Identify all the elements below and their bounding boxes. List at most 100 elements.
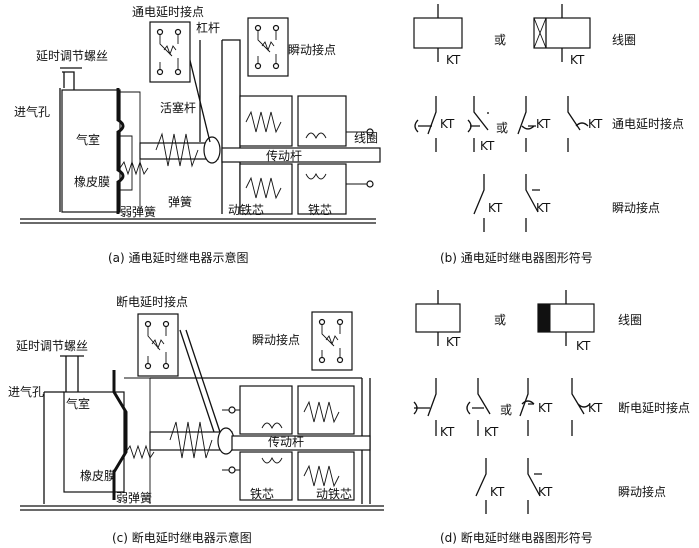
on-delay-no-contact-alt	[517, 96, 527, 152]
kt-label: KT	[484, 425, 499, 439]
kt-label: KT	[536, 201, 551, 215]
label-push-rod: 传动杆	[268, 434, 304, 449]
or-label: 或	[494, 313, 506, 327]
kt-label: KT	[446, 53, 461, 67]
delay-arc-mark	[414, 119, 432, 133]
contact-terminal	[318, 356, 326, 364]
row-label-coil: 线圈	[612, 33, 636, 47]
instant-contact-box	[247, 17, 289, 77]
delay-arc-mark	[467, 119, 480, 133]
weak-spring	[119, 160, 149, 176]
diaphragm	[112, 370, 128, 500]
push-rod	[231, 435, 371, 451]
delay-screw-body	[62, 71, 75, 90]
coil-filled-mark	[537, 303, 551, 333]
piston-head	[203, 136, 221, 164]
delay-contact-switch	[159, 34, 179, 70]
label-delay-screw: 延时调节螺丝	[36, 49, 108, 63]
kt-label: KT	[588, 401, 603, 415]
delay-screw	[60, 355, 84, 392]
armature-spring-upper	[303, 400, 340, 424]
weak-spring	[125, 444, 155, 460]
lever-edge	[185, 329, 221, 433]
label-air-inlet: 进气孔	[14, 104, 50, 119]
label-weak-spring: 弱弹簧	[120, 204, 156, 219]
label-core: 铁芯	[250, 487, 274, 501]
armature-spring-lower	[245, 176, 282, 200]
label-core: 铁芯	[308, 203, 332, 217]
panel-b-caption: (b) 通电延时继电器图形符号	[440, 250, 593, 265]
label-diaphragm: 橡皮膜	[74, 175, 110, 189]
contact-terminal	[272, 24, 280, 32]
row-label-instant: 瞬动接点	[612, 200, 660, 215]
coil-symbol-plain	[415, 303, 461, 333]
panel-b-on-delay-symbols: KT 或 KT 线圈 KT KT 或 KT KT 通电延时接点 KT KT 瞬动…	[413, 4, 684, 265]
or-label: 或	[500, 403, 512, 417]
contact-terminal	[144, 362, 152, 370]
kt-label: KT	[490, 485, 505, 499]
label-air-chamber: 气室	[76, 132, 100, 147]
coil-windings	[261, 422, 283, 464]
contact-terminal	[174, 68, 182, 76]
kt-label: KT	[536, 117, 551, 131]
contact-terminal	[162, 320, 170, 328]
row-label-on-delay: 通电延时接点	[612, 116, 684, 131]
label-delay-contact: 断电延时接点	[116, 294, 188, 309]
panel-a-caption: (a) 通电延时继电器示意图	[108, 250, 249, 265]
label-armature: 动铁芯	[228, 203, 264, 217]
instant-contact-switch	[321, 324, 341, 358]
instant-contact-box	[311, 311, 353, 371]
instant-nc-contact	[525, 174, 540, 232]
core-upper	[297, 95, 347, 147]
contact-terminal	[156, 28, 164, 36]
kt-label: KT	[440, 425, 455, 439]
off-delay-no-contact-alt	[519, 378, 529, 436]
or-label: 或	[496, 121, 508, 135]
contact-terminal	[254, 62, 262, 70]
coil-terminal	[228, 466, 236, 474]
delay-contact-box	[149, 21, 191, 83]
coil-terminal	[366, 180, 374, 188]
row-label-off-delay: 断电延时接点	[618, 400, 690, 415]
on-delay-no-contact	[427, 96, 437, 152]
off-delay-contact-box	[137, 313, 179, 377]
kt-label: KT	[538, 401, 553, 415]
contact-terminal	[254, 24, 262, 32]
contact-terminal	[272, 62, 280, 70]
coil-symbol-on-delay	[533, 17, 591, 49]
label-coil: 线圈	[354, 131, 378, 145]
label-piston-rod: 活塞杆	[160, 100, 196, 115]
coil-windings	[305, 132, 327, 180]
core-lower	[239, 451, 293, 501]
kt-label: KT	[446, 335, 461, 349]
lever	[179, 329, 215, 433]
off-delay-nc-contact-alt	[571, 378, 585, 436]
delay-arc-mark	[521, 125, 536, 130]
coil-symbol-plain	[413, 17, 463, 49]
off-delay-nc-contact	[477, 378, 491, 436]
frame-upright	[221, 39, 241, 214]
instant-no-contact	[473, 174, 485, 232]
delay-arc-mark	[577, 403, 591, 408]
panel-a-on-delay-schematic: 通电延时接点 杠杆 瞬动接点 延时调节螺丝 进气孔 活塞杆 气室 线圈 传动杆 …	[14, 4, 381, 265]
chamber-frame	[124, 377, 151, 504]
on-delay-nc-contact-alt	[567, 96, 581, 152]
kt-label: KT	[488, 201, 503, 215]
armature-spring-lower	[303, 464, 340, 488]
delay-arc-mark	[575, 122, 589, 127]
contact-terminal	[174, 28, 182, 36]
air-inlet-pipe	[43, 391, 64, 504]
panel-c-caption: (c) 断电延时继电器示意图	[112, 530, 252, 545]
coil-terminal	[366, 128, 374, 136]
armature-spring-upper	[245, 110, 282, 134]
on-delay-nc-contact	[473, 96, 489, 152]
delay-arc-mark	[413, 401, 430, 415]
coil-cross-mark	[533, 17, 547, 49]
kt-label: KT	[538, 485, 553, 499]
row-label-coil: 线圈	[618, 313, 642, 327]
label-weak-spring: 弱弹簧	[116, 490, 152, 505]
off-delay-contact-switch	[147, 326, 167, 364]
delay-arc-mark	[521, 400, 535, 405]
contact-terminal	[156, 68, 164, 76]
